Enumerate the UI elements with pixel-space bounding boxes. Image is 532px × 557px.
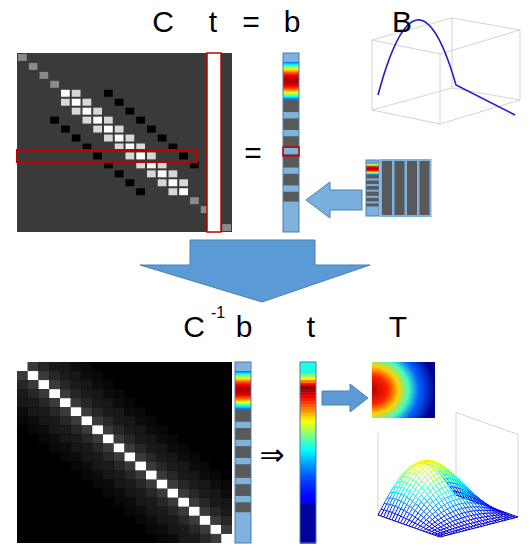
solution-vector bbox=[300, 362, 316, 544]
rhs-vector bbox=[235, 362, 251, 543]
temperature-map bbox=[372, 362, 435, 418]
down-arrow bbox=[140, 240, 370, 302]
left-arrow bbox=[306, 182, 362, 218]
matrix-symbol: C bbox=[183, 312, 205, 342]
equals-sign: = bbox=[244, 138, 262, 168]
sparse-matrix bbox=[17, 53, 232, 232]
rhs-vector bbox=[283, 53, 299, 232]
entry-highlight bbox=[283, 147, 299, 156]
row-highlight bbox=[17, 150, 197, 162]
exponent: -1 bbox=[211, 305, 225, 321]
surface-plot bbox=[378, 413, 518, 538]
right-arrow bbox=[322, 384, 368, 412]
vector-symbol: t bbox=[307, 312, 315, 342]
equals-sign: = bbox=[242, 7, 260, 37]
vector-stack bbox=[366, 160, 431, 216]
inverse-matrix bbox=[17, 362, 232, 543]
unknown-vector bbox=[207, 53, 221, 232]
function-symbol: T bbox=[389, 312, 407, 342]
function-symbol: B bbox=[392, 7, 412, 37]
vector-symbol: t bbox=[209, 7, 217, 37]
implies-arrow: ⇒ bbox=[259, 440, 284, 470]
vector-symbol: b bbox=[284, 7, 301, 37]
matrix-symbol: C bbox=[152, 7, 174, 37]
vector-symbol: b bbox=[236, 312, 253, 342]
